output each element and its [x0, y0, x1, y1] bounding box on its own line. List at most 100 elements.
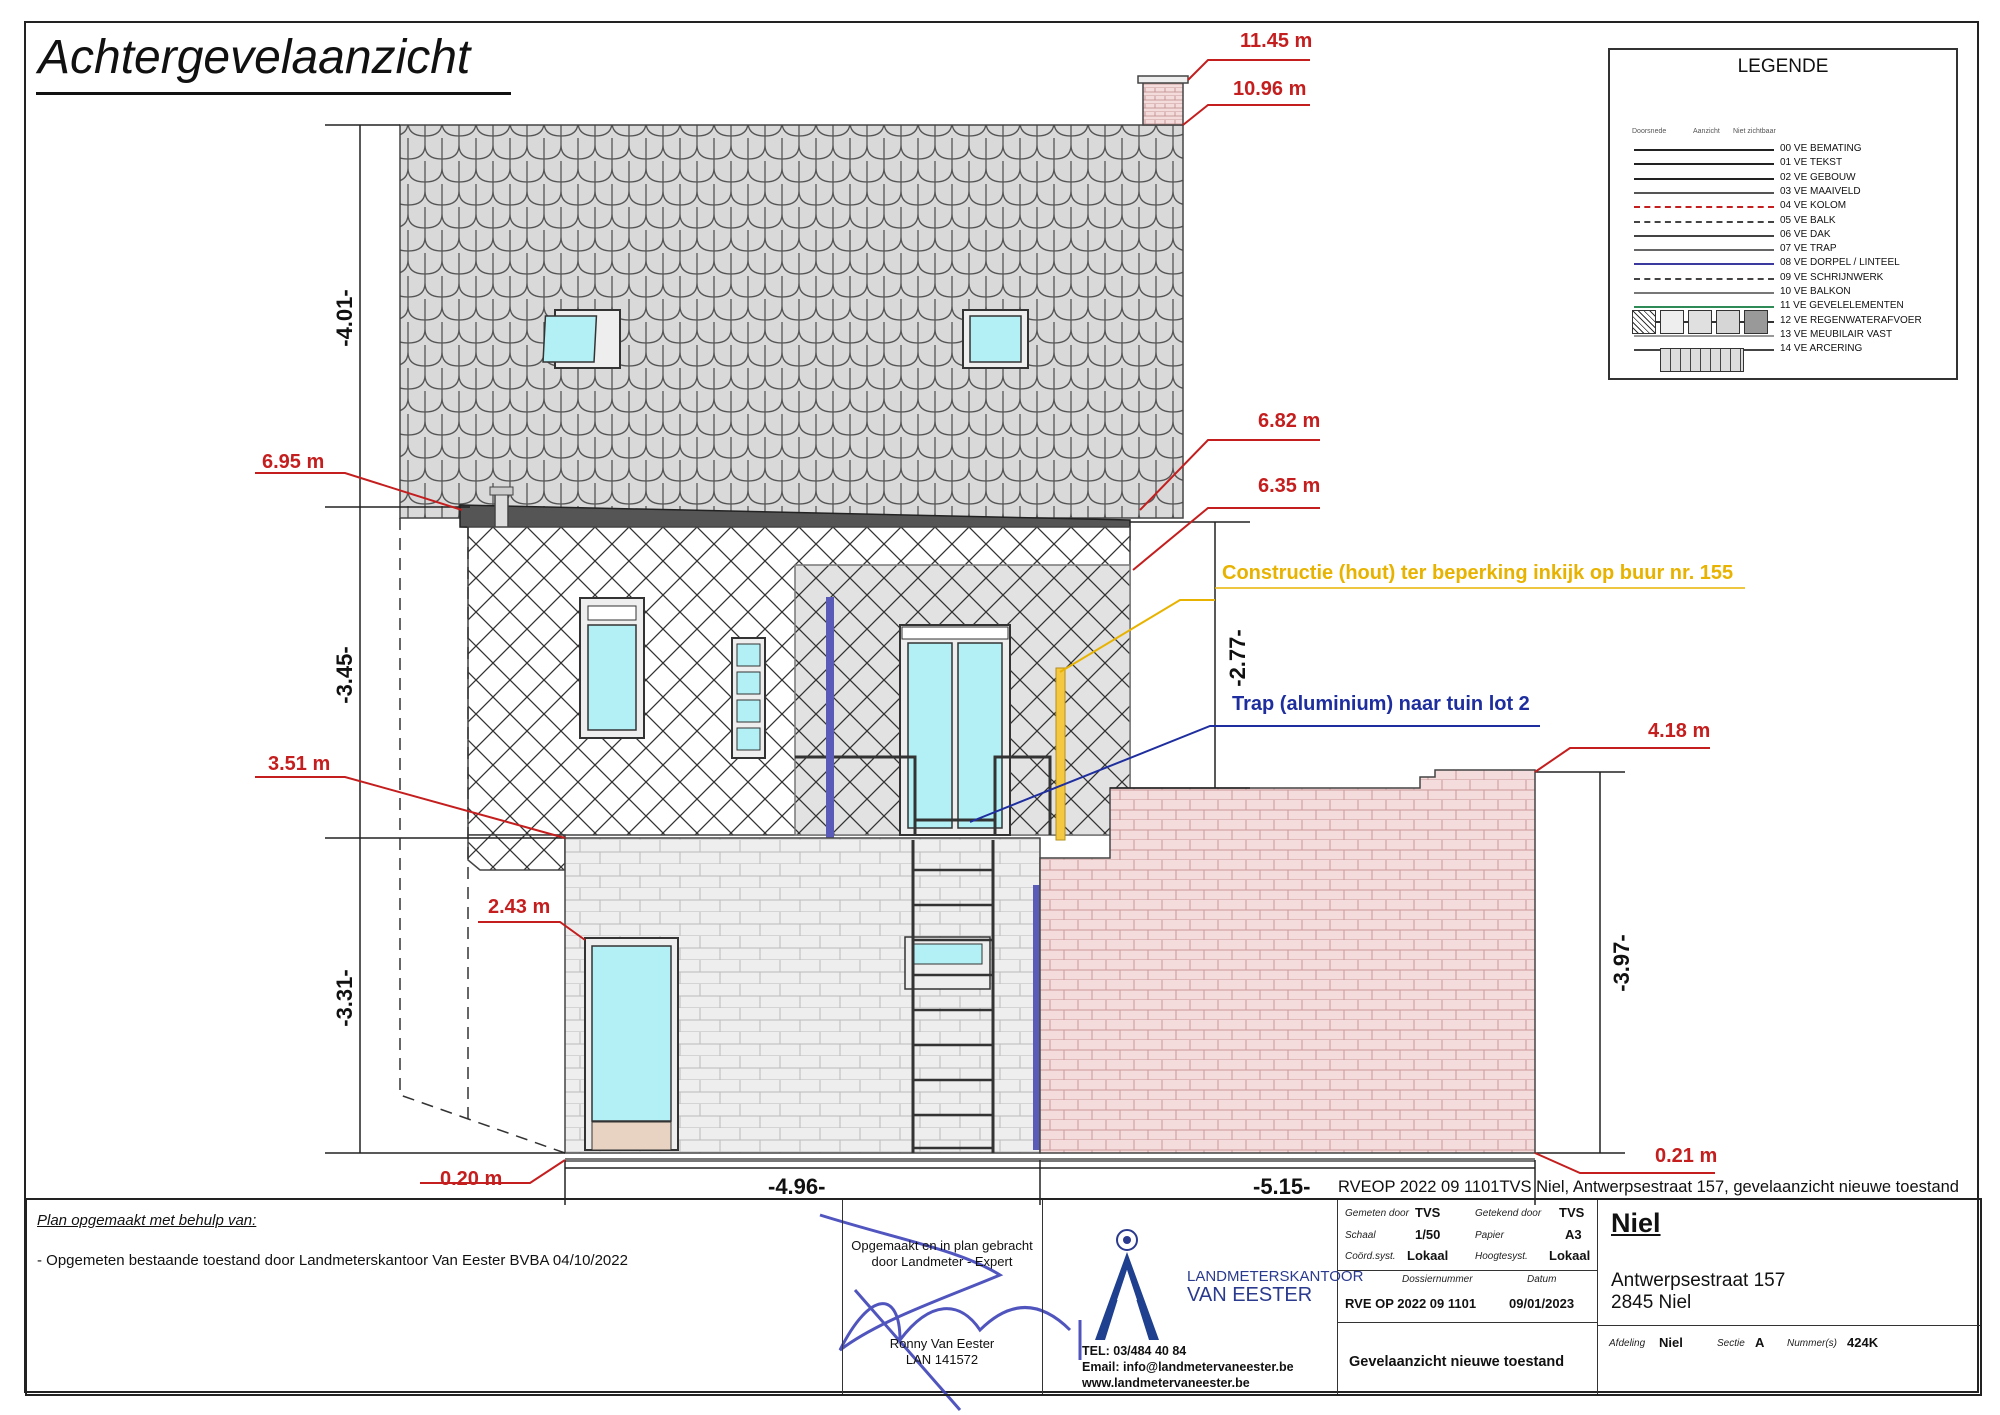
legend-item-label: 11 VE GEVELELEMENTEN: [1780, 300, 1904, 312]
legend-line-sample: [1634, 220, 1774, 223]
paper-label: Papier: [1475, 1230, 1504, 1241]
legend-item-label: 02 VE GEBOUW: [1780, 171, 1856, 183]
elevation-neighbour-wall: 4.18 m: [1648, 720, 1711, 742]
aluminium-stairs: [911, 840, 995, 1153]
measured-by: TVS: [1415, 1205, 1441, 1220]
drawn-by: TVS: [1559, 1205, 1585, 1220]
legend-item: 01 VE TEKST: [1610, 156, 1956, 170]
company-name-2: VAN EESTER: [1187, 1284, 1313, 1306]
wooden-screen: [1055, 667, 1066, 841]
roof: [399, 124, 1184, 519]
legend-item-label: 07 VE TRAP: [1780, 243, 1837, 255]
legend-item-label: 05 VE BALK: [1780, 214, 1836, 226]
legend-line-sample: [1634, 306, 1774, 309]
dimension-lines-left: [325, 124, 565, 1154]
elevation-ground-left: 0.20 m: [440, 1168, 503, 1190]
dimension-recess: -2.77-: [1225, 629, 1250, 687]
company-logo: [1095, 1229, 1159, 1340]
drawing-metadata: Gemeten door TVS Getekend door TVS Schaa…: [1337, 1200, 1598, 1394]
note-aluminium-stairs: Trap (aluminium) naar tuin lot 2: [1232, 693, 1530, 715]
dimension-lines-bottom: [564, 1160, 1536, 1205]
legend-item: 00 VE BEMATING: [1610, 142, 1956, 156]
legend-subheader: Doorsnede: [1632, 128, 1667, 135]
elevation-leaders: [255, 59, 1715, 1184]
elevation-chimney-top: 11.45 m: [1240, 30, 1313, 52]
legend-item-label: 08 VE DORPEL / LINTEEL: [1780, 257, 1900, 269]
legend-item-label: 09 VE SCHRIJNWERK: [1780, 271, 1884, 283]
note-wooden-construction: Constructie (hout) ter beperking inkijk …: [1222, 562, 1734, 584]
downpipe-lower: [1033, 885, 1040, 1150]
drawn-by-label: Getekend door: [1475, 1208, 1542, 1219]
legend-item: 02 VE GEBOUW: [1610, 171, 1956, 185]
nummer-label: Nummer(s): [1787, 1338, 1837, 1349]
plan-heading: Plan opgemaakt met behulp van:: [37, 1212, 257, 1229]
legend-item-label: 01 VE TEKST: [1780, 157, 1843, 169]
page-title: Achtergevelaanzicht: [38, 31, 471, 84]
scale-label: Schaal: [1345, 1230, 1376, 1241]
location-block: Niel Antwerpsestraat 157 2845 Niel Afdel…: [1597, 1200, 1980, 1394]
legend-line-sample: [1634, 163, 1774, 166]
coord-label: Coörd.syst.: [1345, 1251, 1396, 1262]
dimension-upper-floor: -3.45-: [332, 646, 357, 704]
legend-item-label: 00 VE BEMATING: [1780, 143, 1862, 154]
sectie: A: [1755, 1335, 1765, 1350]
afdeling: Niel: [1659, 1335, 1683, 1350]
legend-item-label: 13 VE MEUBILAIR VAST: [1780, 328, 1893, 340]
legend-line-sample: [1634, 177, 1774, 180]
legend-item: 05 VE BALK: [1610, 214, 1956, 228]
plan-item: - Opgemeten bestaande toestand door Land…: [37, 1252, 628, 1269]
dimension-ground-floor: -3.31-: [332, 969, 357, 1027]
company-phone: TEL: 03/484 40 84: [1082, 1344, 1187, 1358]
legend-item-label: 04 VE KOLOM: [1780, 200, 1847, 212]
scale: 1/50: [1415, 1227, 1441, 1242]
certify-line-1: Opgemaakt en in plan gebracht: [851, 1238, 1033, 1253]
measured-by-label: Gemeten door: [1345, 1208, 1409, 1219]
town: Niel: [1611, 1208, 1661, 1238]
sectie-label: Sectie: [1717, 1338, 1745, 1349]
drawing-title: Gevelaanzicht nieuwe toestand: [1349, 1354, 1565, 1370]
height-label: Hoogtesyst.: [1475, 1251, 1528, 1262]
reference-line: RVEOP 2022 09 1101TVS Niel, Antwerpsestr…: [1338, 1178, 1959, 1196]
legend-item-label: 10 VE BALKON: [1780, 286, 1851, 297]
balcony-railing: [795, 755, 1052, 835]
legend-line-sample: [1634, 292, 1774, 294]
upper-floor-wall: [467, 526, 1131, 871]
legend-item-label: 03 VE MAAIVELD: [1780, 185, 1861, 197]
certify-line-2: door Landmeter - Expert: [871, 1254, 1013, 1269]
legend-line-sample: [1634, 277, 1774, 280]
postcode: 2845 Niel: [1611, 1292, 1692, 1313]
legend-swatch-tiles: [1660, 348, 1744, 372]
company-info: LANDMETERSKANTOOR VAN EESTER TEL: 03/484…: [1042, 1200, 1363, 1394]
roof-window-left: [542, 309, 621, 369]
dossier-number: RVE OP 2022 09 1101: [1345, 1296, 1477, 1311]
dossier-label: Dossiernummer: [1402, 1274, 1473, 1285]
dimension-neighbour-wall: -3.97-: [1609, 934, 1634, 992]
elevation-door-top: 2.43 m: [488, 896, 551, 918]
legend-line-sample: [1634, 149, 1774, 151]
title-block: Plan opgemaakt met behulp van: - Opgemet…: [25, 1198, 1982, 1396]
company-name-1: LANDMETERSKANTOOR: [1187, 1268, 1364, 1285]
legend-title: LEGENDE: [1737, 56, 1829, 77]
legend-line-sample: [1634, 234, 1774, 237]
date: 09/01/2023: [1509, 1296, 1575, 1311]
elevation-first-floor: 3.51 m: [268, 753, 331, 775]
title-underline: [36, 92, 511, 95]
elevation-ground-right: 0.21 m: [1655, 1145, 1718, 1167]
legend-swatch-hatch: [1632, 310, 1656, 334]
dimension-width-left: -4.96-: [768, 1174, 826, 1199]
upper-narrow-window: [731, 637, 766, 759]
legend-item: 04 VE KOLOM: [1610, 199, 1956, 213]
company-website: www.landmetervaneester.be: [1082, 1376, 1250, 1390]
legend-line-sample: [1634, 263, 1774, 266]
nummer: 424K: [1847, 1335, 1879, 1350]
legend-item: 08 VE DORPEL / LINTEEL: [1610, 256, 1956, 270]
surveyor-lan: LAN 141572: [905, 1352, 979, 1367]
legend-item: 11 VE GEVELELEMENTEN: [1610, 299, 1956, 313]
ground-door: [584, 937, 679, 1151]
legend-item: 10 VE BALKON: [1610, 285, 1956, 299]
dimension-lines-right: [1110, 521, 1625, 1154]
surveyor-name: Ronny Van Eester: [889, 1336, 995, 1351]
dimension-roof: -4.01-: [332, 289, 357, 347]
legend-swatch: [1744, 310, 1768, 334]
